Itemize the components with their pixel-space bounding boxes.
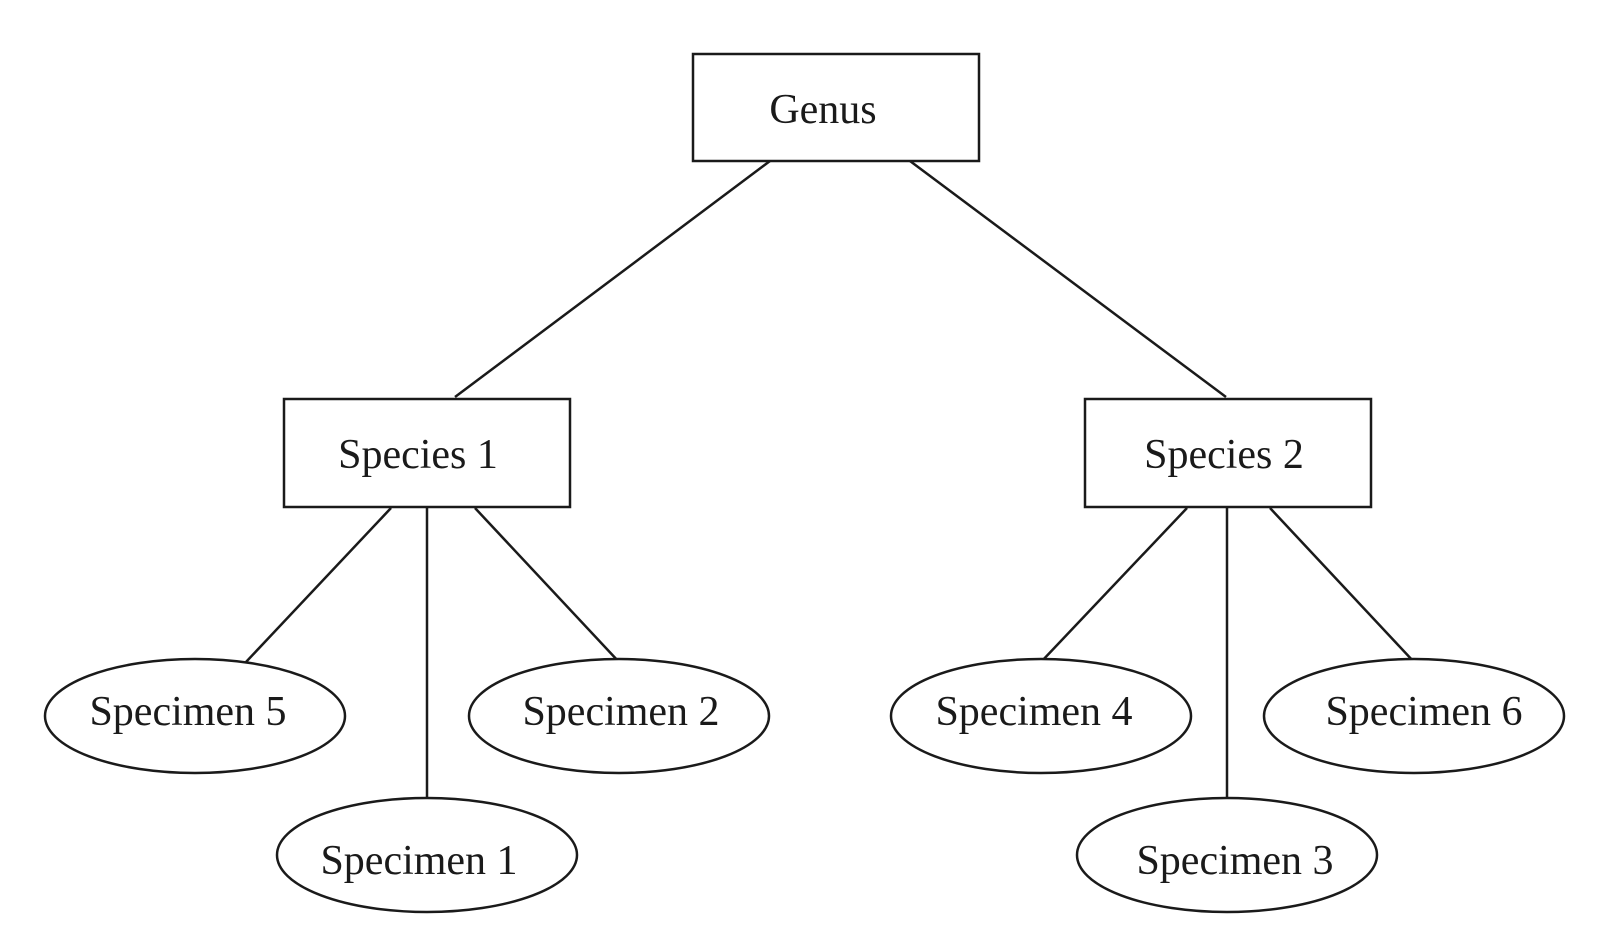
genus-label: Genus <box>769 87 876 133</box>
specimen-6-ellipse <box>1262 657 1566 775</box>
edge-species-2-specimen-4 <box>1040 507 1188 663</box>
specimen-2-node: Specimen 2 <box>467 657 771 775</box>
specimen-6-label: Specimen 6 <box>1325 689 1522 735</box>
genus-box <box>691 52 981 163</box>
species-1-node: Species 1 <box>282 397 572 509</box>
specimen-4-node: Specimen 4 <box>889 657 1193 775</box>
edge-species-2-specimen-6 <box>1269 507 1415 663</box>
specimen-2-label: Specimen 2 <box>522 689 719 735</box>
species-2-node: Species 2 <box>1083 397 1373 509</box>
edge-genus-species-2 <box>909 159 1227 399</box>
genus-node: Genus <box>691 52 981 163</box>
specimen-2-ellipse <box>467 657 771 775</box>
species-1-box <box>282 397 572 509</box>
specimen-5-label: Specimen 5 <box>89 689 286 735</box>
specimen-5-node: Specimen 5 <box>43 657 347 775</box>
specimen-1-node: Specimen 1 <box>275 796 579 914</box>
specimen-1-label: Specimen 1 <box>320 838 517 884</box>
specimen-5-ellipse <box>43 657 347 775</box>
species-1-label: Species 1 <box>338 432 498 478</box>
specimen-3-node: Specimen 3 <box>1075 796 1379 914</box>
edge-species-1-specimen-2 <box>474 507 620 663</box>
edges <box>245 159 1415 797</box>
edge-genus-species-1 <box>454 159 771 399</box>
specimen-6-node: Specimen 6 <box>1262 657 1566 775</box>
specimen-1-ellipse <box>275 796 579 914</box>
specimen-3-ellipse <box>1075 796 1379 914</box>
specimen-4-label: Specimen 4 <box>935 689 1132 735</box>
specimen-4-ellipse <box>889 657 1193 775</box>
specimen-3-label: Specimen 3 <box>1136 838 1333 884</box>
species-2-box <box>1083 397 1373 509</box>
edge-species-1-specimen-5 <box>245 507 392 663</box>
species-2-label: Species 2 <box>1144 432 1304 478</box>
